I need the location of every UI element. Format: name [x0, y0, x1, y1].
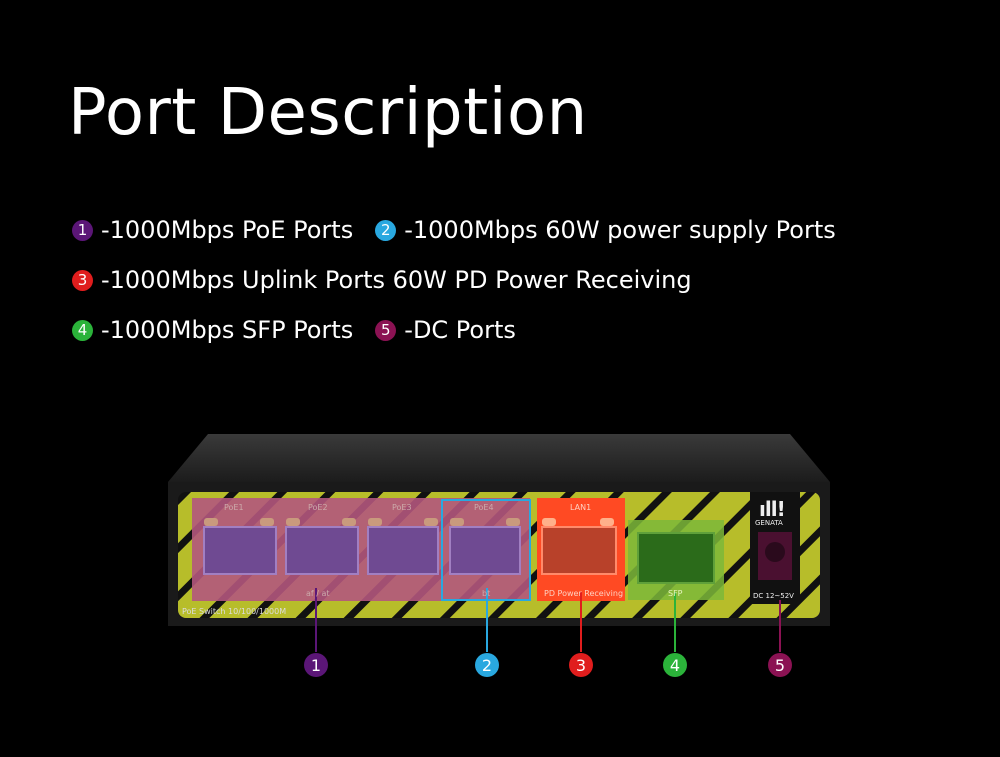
marker-1: 1: [304, 653, 328, 677]
port-label-poe1: PoE1: [224, 503, 244, 512]
port-label-poe4: PoE4: [474, 503, 494, 512]
badge-3: 3: [72, 269, 93, 291]
model-label: PoE Switch 10/100/1000M: [182, 607, 287, 616]
bt-label: bt: [482, 589, 491, 598]
legend-text-3: -1000Mbps Uplink Ports 60W PD Power Rece…: [101, 266, 692, 294]
legend-row-3: 4 -1000Mbps SFP Ports 5 -DC Ports: [72, 316, 516, 344]
badge-5: 5: [375, 319, 397, 341]
legend-text-5: -DC Ports: [404, 316, 516, 344]
callout-lines: [315, 588, 781, 652]
page-title: Port Description: [68, 76, 588, 150]
pd-label: PD Power Receiving: [544, 589, 624, 598]
port-label-poe3: PoE3: [392, 503, 412, 512]
legend-text-2: -1000Mbps 60W power supply Ports: [404, 216, 836, 244]
marker-2: 2: [475, 653, 499, 677]
dc-label: DC 12~52V: [753, 592, 794, 600]
sfp-label: SFP: [668, 589, 683, 598]
legend-text-1: -1000Mbps PoE Ports: [101, 216, 354, 244]
marker-3: 3: [569, 653, 593, 677]
port-label-lan1: LAN1: [570, 503, 592, 512]
legend-row-2: 3 -1000Mbps Uplink Ports 60W PD Power Re…: [72, 266, 692, 294]
legend-text-4: -1000Mbps SFP Ports: [101, 316, 354, 344]
brand-logo-icon: ıll!: [759, 497, 786, 521]
legend-row-1: 1 -1000Mbps PoE Ports 2 -1000Mbps 60W po…: [72, 216, 836, 244]
port-label-poe2: PoE2: [308, 503, 328, 512]
marker-4: 4: [663, 653, 687, 677]
port-leds: [204, 518, 520, 526]
badge-2: 2: [375, 219, 397, 241]
badge-4: 4: [72, 319, 93, 341]
brand-label: GENATA: [755, 519, 783, 527]
afat-label: af / at: [306, 589, 330, 598]
poe-ports: [203, 526, 521, 575]
case-top: [168, 434, 830, 482]
badge-1: 1: [72, 219, 93, 241]
marker-5: 5: [768, 653, 792, 677]
